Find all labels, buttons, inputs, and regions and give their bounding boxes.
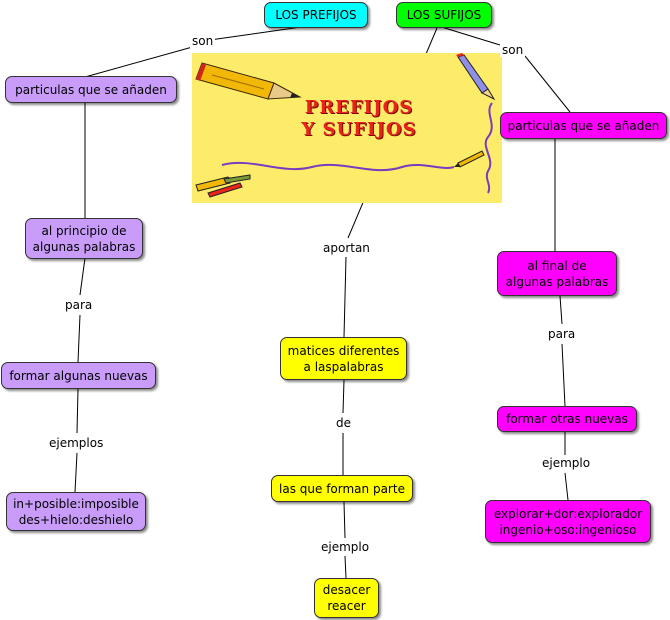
link-label-aportan: aportan — [321, 241, 372, 255]
link-label-ejemplo-mid: ejemplo — [319, 540, 372, 554]
pencil-illustration — [195, 53, 496, 198]
link-label-son-right: son — [500, 43, 526, 57]
node-prefix-ejemplo[interactable]: in+posible:imposible des+hielo:deshielo — [6, 492, 146, 531]
title-banner: PREFIJOS Y SUFIJOS — [192, 53, 502, 203]
banner-title: PREFIJOS Y SUFIJOS — [284, 97, 434, 141]
prefix-al-principio-line2: algunas palabras — [32, 239, 136, 254]
node-los-sufijos[interactable]: LOS SUFIJOS — [396, 2, 492, 28]
matices-line2: a laspalabras — [303, 359, 384, 374]
node-prefix-al-principio[interactable]: al principio de algunas palabras — [25, 218, 143, 259]
bottom-left-pencils-icon — [195, 174, 251, 198]
banner-title-line2: Y SUFIJOS — [301, 119, 417, 140]
matices-line1: matices diferentes — [287, 343, 400, 358]
node-suffix-al-final[interactable]: al final de algunas palabras — [497, 251, 617, 296]
banner-title-line1: PREFIJOS — [304, 97, 414, 118]
squiggle-line — [221, 161, 455, 172]
suffix-al-final-line1: al final de — [527, 258, 587, 273]
middle-ejemplo-line1: desacer — [322, 583, 371, 597]
link-label-ejemplo-right: ejemplo — [540, 456, 593, 470]
large-pencil-icon — [195, 62, 302, 100]
node-prefix-formar[interactable]: formar algunas nuevas — [1, 362, 156, 389]
node-middle-ejemplo[interactable]: desacer reacer — [314, 578, 379, 618]
node-suffix-formar[interactable]: formar otras nuevas — [497, 406, 637, 432]
node-las-que-forman-parte[interactable]: las que forman parte — [271, 475, 413, 502]
top-right-pencil-icon — [456, 53, 496, 101]
node-prefix-particulas[interactable]: particulas que se añaden — [5, 76, 177, 103]
suffix-al-final-line2: algunas palabras — [505, 274, 609, 289]
link-label-son-left: son — [190, 34, 216, 48]
node-suffix-particulas[interactable]: particulas que se añaden — [500, 112, 667, 139]
squiggle-line-right — [484, 102, 493, 194]
prefix-ejemplo-line2: des+hielo:deshielo — [18, 512, 134, 527]
link-label-de: de — [334, 416, 353, 430]
link-label-para-left: para — [63, 298, 95, 312]
prefix-al-principio-line1: al principio de — [41, 223, 127, 238]
suffix-ejemplo-line1: explorar+dor:explorador — [493, 506, 643, 521]
link-label-para-right: para — [546, 327, 578, 341]
prefix-ejemplo-line1: in+posible:imposible — [13, 496, 139, 511]
node-suffix-ejemplo[interactable]: explorar+dor:explorador ingenio+oso:inge… — [485, 500, 651, 543]
middle-ejemplo-line2: reacer — [327, 599, 366, 613]
suffix-ejemplo-line2: ingenio+oso:ingenioso — [499, 522, 637, 537]
link-label-ejemplos-left: ejemplos — [47, 436, 106, 450]
small-pencil-icon — [454, 150, 485, 168]
node-matices-diferentes[interactable]: matices diferentes a laspalabras — [280, 337, 407, 380]
node-los-prefijos[interactable]: LOS PREFIJOS — [264, 2, 368, 28]
